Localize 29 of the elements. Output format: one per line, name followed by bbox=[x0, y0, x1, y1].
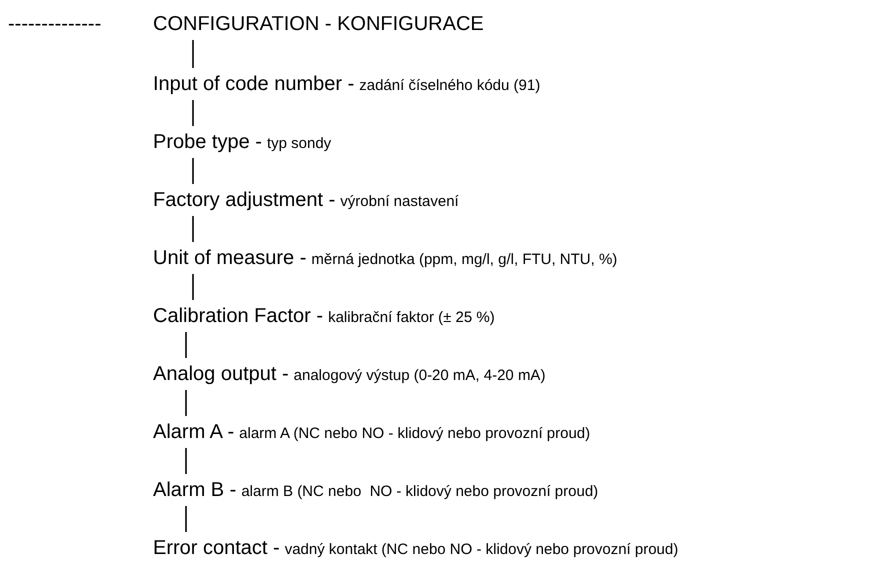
connector-line bbox=[185, 448, 187, 474]
connector-line bbox=[185, 506, 187, 532]
connector-line bbox=[192, 158, 194, 184]
connector-line bbox=[185, 390, 187, 416]
step-description: alarm A (NC nebo NO - klidový nebo provozní proud) bbox=[239, 425, 590, 442]
step-description: výrobní nastavení bbox=[340, 193, 459, 210]
step-title: Calibration Factor - bbox=[153, 305, 324, 327]
step-title: Probe type - bbox=[153, 131, 262, 153]
connector-line bbox=[192, 216, 194, 242]
step-title: Input of code number - bbox=[153, 73, 354, 95]
step-title: Error contact - bbox=[153, 537, 280, 559]
connector-line bbox=[192, 100, 194, 126]
step-description: analogový výstup (0-20 mA, 4-20 mA) bbox=[294, 367, 546, 384]
step-title: Alarm A - bbox=[153, 421, 234, 443]
step-description: alarm B (NC nebo NO - klidový nebo provozní proud) bbox=[241, 483, 598, 500]
step-title: Alarm B - bbox=[153, 479, 236, 501]
step-title: Unit of measure - bbox=[153, 247, 306, 269]
step-description: typ sondy bbox=[266, 135, 332, 152]
step-title: Factory adjustment - bbox=[153, 189, 336, 211]
dash-leader: -------------- bbox=[8, 12, 102, 36]
step-description: vadný kontakt (NC nebo NO - klidový nebo provozní proud) bbox=[284, 541, 678, 558]
connector-line bbox=[192, 274, 194, 300]
step-description: zadání číselného kódu (91) bbox=[359, 77, 540, 94]
step-title: CONFIGURATION - KONFIGURACE bbox=[153, 13, 484, 35]
step-description: kalibrační faktor (± 25 %) bbox=[328, 309, 495, 326]
step-description: měrná jednotka (ppm, mg/l, g/l, FTU, NTU, %) bbox=[311, 251, 618, 268]
step-title: Analog output - bbox=[153, 363, 289, 385]
connector-line bbox=[185, 332, 187, 358]
connector-line bbox=[192, 40, 194, 68]
